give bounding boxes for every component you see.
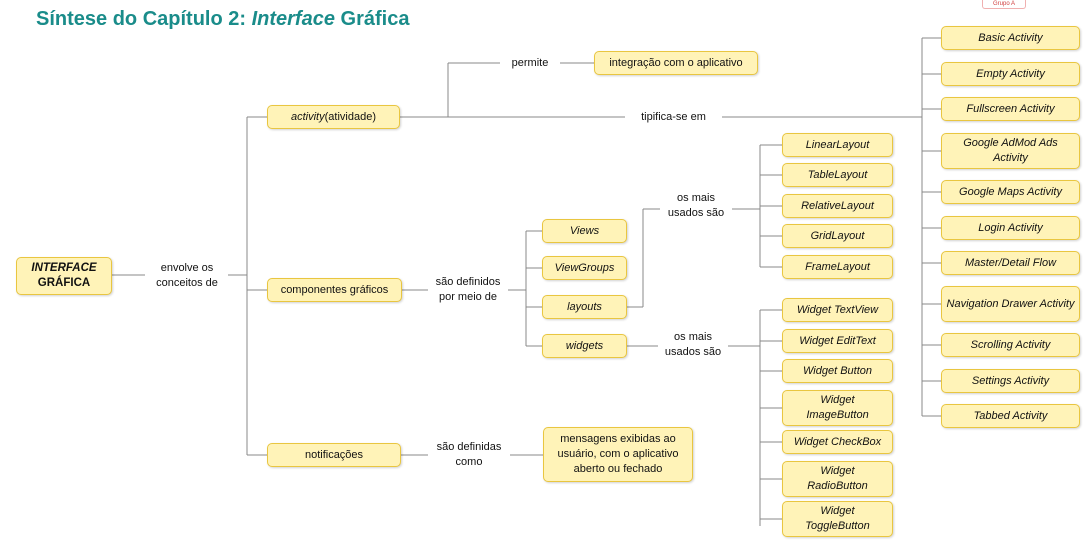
activity-type-node: Scrolling Activity [941,333,1080,357]
activity-type-node: Google Maps Activity [941,180,1080,204]
activity-type-node: Settings Activity [941,369,1080,393]
activity-node: activity (atividade) [267,105,400,129]
activity-type-node: Master/Detail Flow [941,251,1080,275]
layouts-relation-label: os mais usados são [667,192,725,219]
activity-type-node: Navigation Drawer Activity [941,286,1080,322]
integracao-node: integração com o aplicativo [594,51,758,75]
widgets-relation-label: os mais usados são [664,331,722,358]
activity-type-node: Tabbed Activity [941,404,1080,428]
layout-node: LinearLayout [782,133,893,157]
widget-node: Widget EditText [782,329,893,353]
tipifica-label: tipifica-se em [641,111,706,123]
activity-type-node: Login Activity [941,216,1080,240]
layout-node: FrameLayout [782,255,893,279]
widgets-node: widgets [542,334,627,358]
widget-node: Widget Button [782,359,893,383]
notifications-relation-label: são definidas como [436,441,502,468]
activity-type-node: Basic Activity [941,26,1080,50]
layout-node: RelativeLayout [782,194,893,218]
permite-label: permite [511,57,549,69]
notificacoes-node: notificações [267,443,401,467]
widget-node: Widget RadioButton [782,461,893,497]
widget-node: Widget ImageButton [782,390,893,426]
layouts-node: layouts [542,295,627,319]
layout-node: TableLayout [782,163,893,187]
publisher-logo: Grupo A [982,0,1026,9]
activity-type-node: Google AdMod Ads Activity [941,133,1080,169]
widget-node: Widget TextView [782,298,893,322]
notifications-description-node: mensagens exibidas ao usuário, com o apl… [543,427,693,482]
views-node: Views [542,219,627,243]
activity-type-node: Empty Activity [941,62,1080,86]
page-title: Síntese do Capítulo 2: Interface Gráfica [36,8,410,30]
widget-node: Widget ToggleButton [782,501,893,537]
viewgroups-node: ViewGroups [542,256,627,280]
root-relation-label: envolve os conceitos de [156,262,218,289]
components-relation-label: são definidos por meio de [435,276,501,303]
componentes-graficos-node: componentes gráficos [267,278,402,302]
activity-type-node: Fullscreen Activity [941,97,1080,121]
layout-node: GridLayout [782,224,893,248]
widget-node: Widget CheckBox [782,430,893,454]
